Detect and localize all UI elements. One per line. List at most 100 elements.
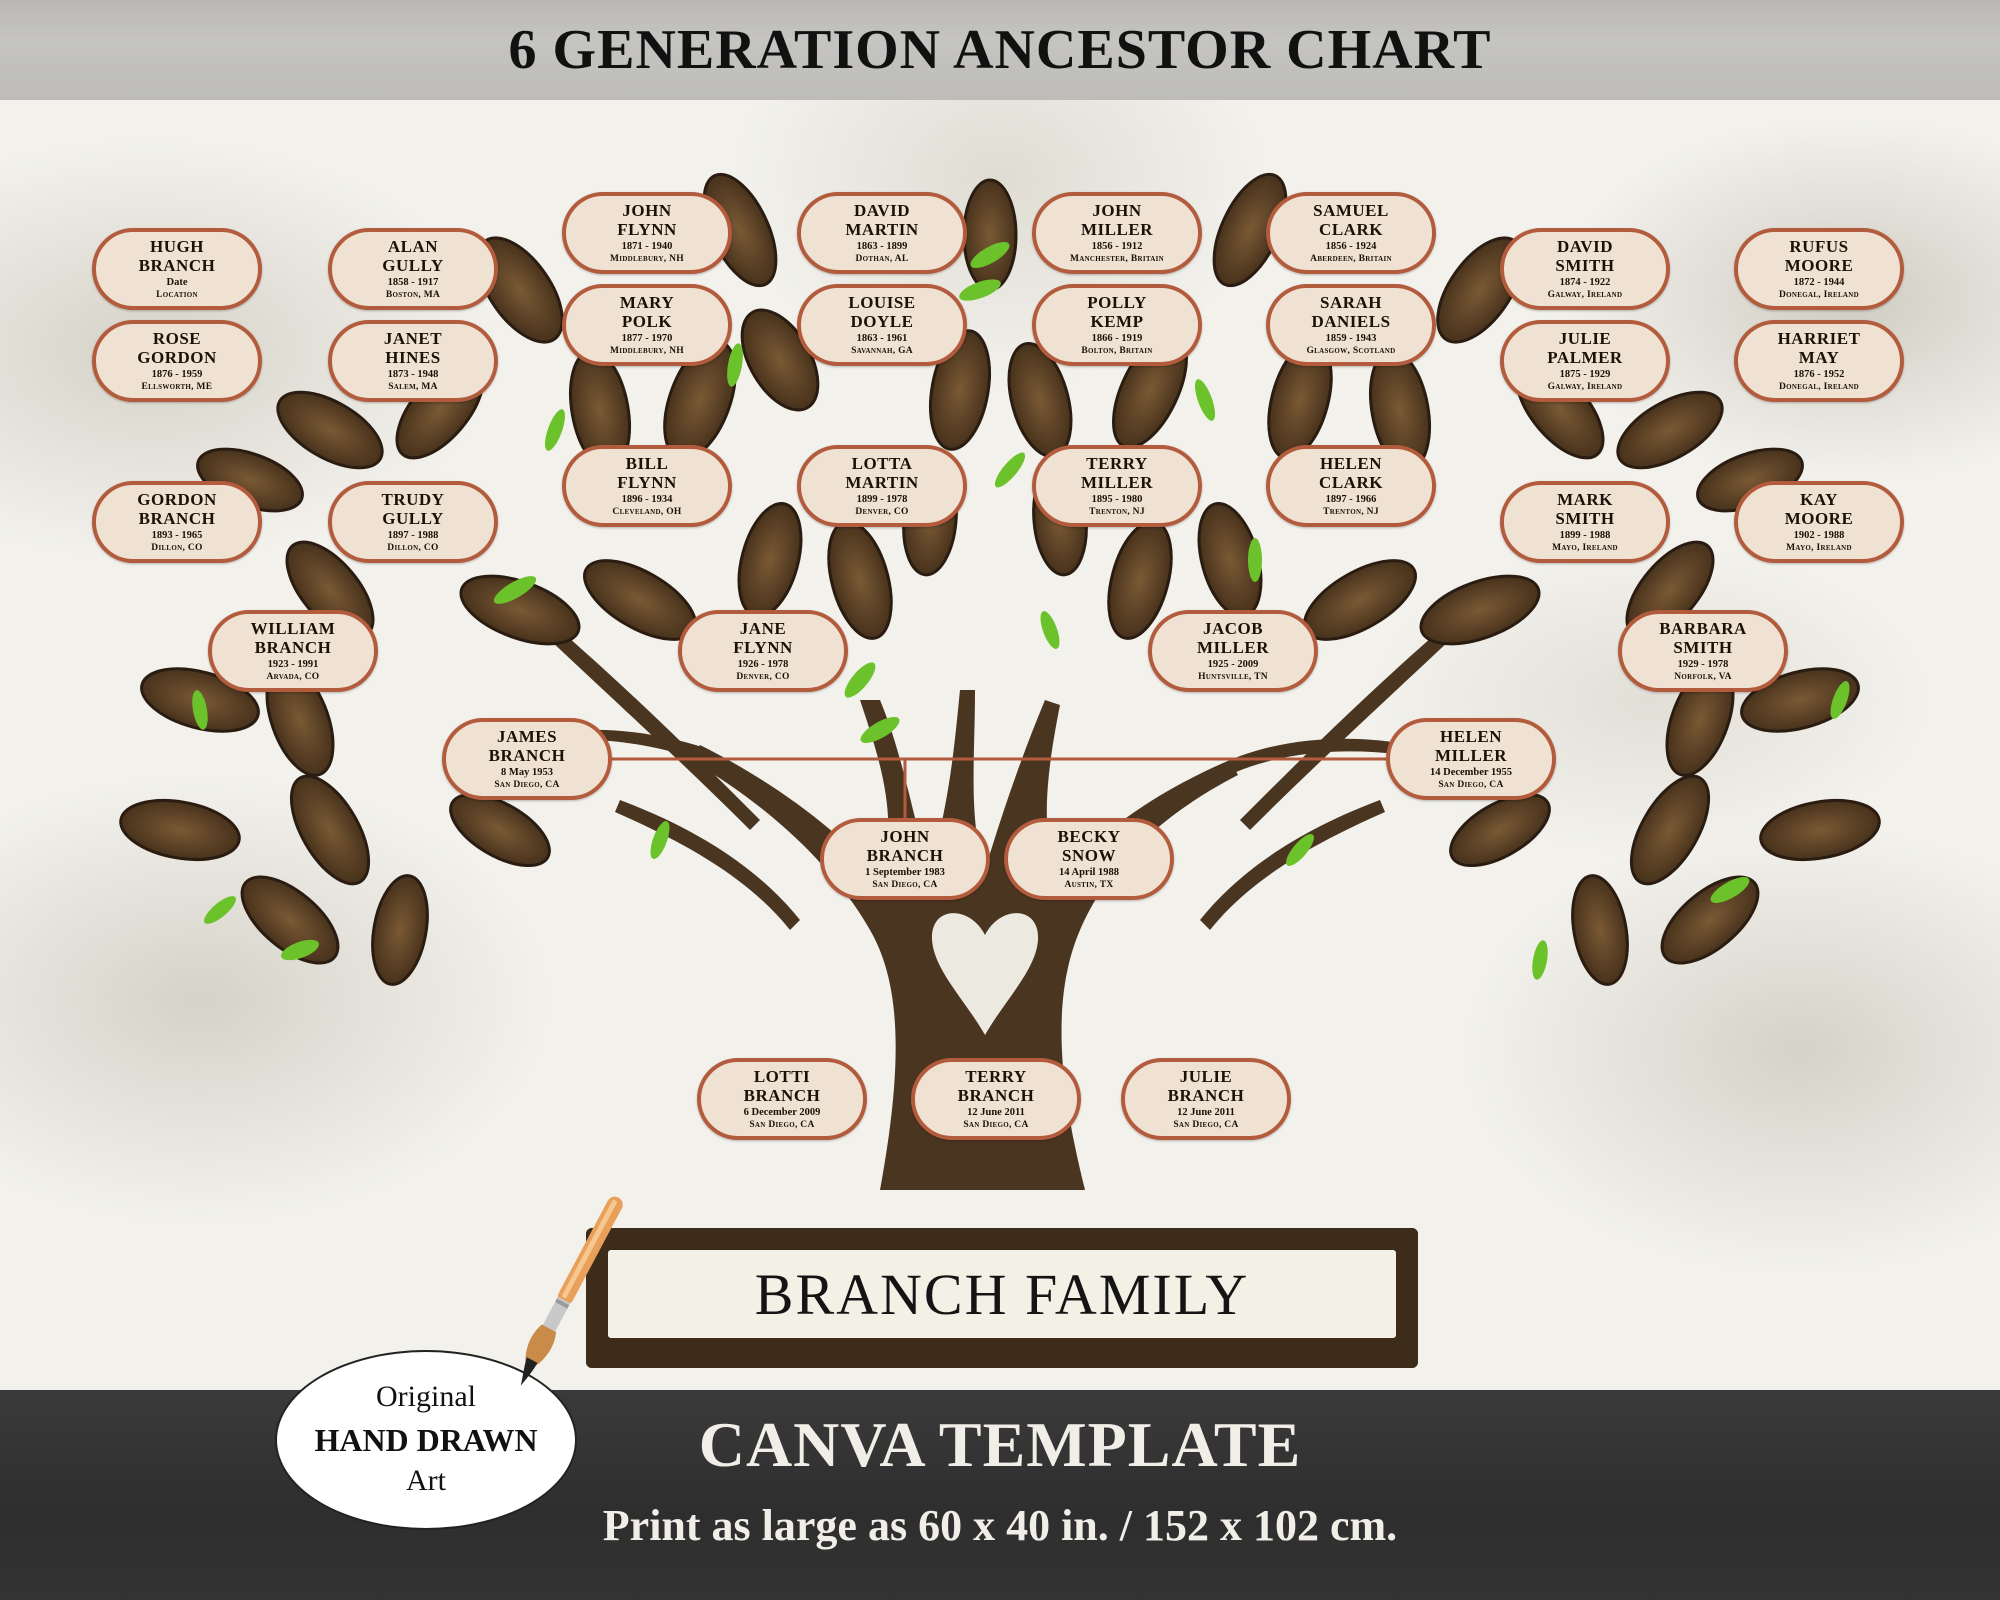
- life-dates: 12 June 2011: [967, 1107, 1025, 1118]
- first-name: JANE: [739, 619, 787, 638]
- first-name: HELEN: [1319, 454, 1383, 473]
- birth-place: Trenton, NJ: [1323, 507, 1379, 517]
- birth-place: San Diego, CA: [963, 1120, 1029, 1130]
- last-name: MARTIN: [845, 220, 919, 239]
- first-name: SARAH: [1319, 293, 1382, 312]
- first-name: GORDON: [137, 490, 217, 509]
- first-name: LOUISE: [848, 293, 916, 312]
- first-name: BARBARA: [1659, 619, 1747, 638]
- last-name: BRANCH: [1167, 1086, 1245, 1105]
- heart-cutout-icon: [931, 913, 1039, 1035]
- first-name: LOTTI: [753, 1067, 811, 1086]
- last-name: SMITH: [1555, 256, 1615, 275]
- first-name: JACOB: [1202, 619, 1264, 638]
- life-dates: 1863 - 1899: [856, 241, 908, 252]
- first-name: HARRIET: [1777, 329, 1861, 348]
- life-dates: 1872 - 1944: [1793, 277, 1845, 288]
- first-name: HUGH: [150, 237, 204, 256]
- last-name: BRANCH: [138, 256, 216, 275]
- life-dates: 1899 - 1988: [1559, 530, 1611, 541]
- birth-place: Dillon, CO: [151, 543, 203, 553]
- life-dates: 1923 - 1991: [267, 659, 319, 670]
- life-dates: 14 April 1988: [1058, 867, 1120, 878]
- last-name: BRANCH: [138, 509, 216, 528]
- last-name: GULLY: [382, 256, 444, 275]
- first-name: KAY: [1800, 490, 1838, 509]
- birth-place: Manchester, Britain: [1069, 254, 1165, 264]
- first-name: ALAN: [387, 237, 439, 256]
- footer-title: CANVA TEMPLATE: [698, 1409, 1302, 1480]
- life-dates: 6 December 2009: [743, 1107, 821, 1118]
- life-dates: 1897 - 1988: [387, 530, 439, 541]
- birth-place: San Diego, CA: [494, 780, 560, 790]
- last-name: MAY: [1798, 348, 1840, 367]
- life-dates: 1902 - 1988: [1793, 530, 1845, 541]
- life-dates: 1899 - 1978: [856, 494, 908, 505]
- header-banner: 6 GENERATION ANCESTOR CHART: [0, 0, 2000, 100]
- first-name: BILL: [625, 454, 669, 473]
- first-name: ROSE: [152, 329, 202, 348]
- birth-place: San Diego, CA: [1173, 1120, 1239, 1130]
- last-name: POLK: [621, 312, 673, 331]
- life-dates: 1925 - 2009: [1207, 659, 1259, 670]
- last-name: MOORE: [1784, 256, 1854, 275]
- birth-place: Austin, TX: [1064, 880, 1114, 890]
- badge-line-3: Art: [406, 1464, 446, 1497]
- green-leaves-icon: [192, 242, 1850, 980]
- first-name: TRUDY: [381, 490, 445, 509]
- last-name: BRANCH: [866, 846, 944, 865]
- family-name-plaque[interactable]: BRANCH FAMILY: [586, 1228, 1418, 1368]
- birth-place: Galway, Ireland: [1547, 382, 1623, 392]
- life-dates: Date: [166, 277, 188, 288]
- life-dates: 1895 - 1980: [1091, 494, 1143, 505]
- life-dates: 1859 - 1943: [1325, 333, 1377, 344]
- birth-place: Ellsworth, ME: [141, 382, 213, 392]
- last-name: KEMP: [1090, 312, 1144, 331]
- connector-lines: [612, 757, 1386, 818]
- birth-place: San Diego, CA: [872, 880, 938, 890]
- first-name: JANET: [383, 329, 443, 348]
- life-dates: 1863 - 1961: [856, 333, 908, 344]
- life-dates: 1876 - 1959: [151, 369, 203, 380]
- birth-place: Mayo, Ireland: [1552, 543, 1618, 553]
- first-name: RUFUS: [1789, 237, 1849, 256]
- life-dates: 12 June 2011: [1177, 1107, 1235, 1118]
- last-name: BRANCH: [743, 1086, 821, 1105]
- first-name: LOTTA: [851, 454, 913, 473]
